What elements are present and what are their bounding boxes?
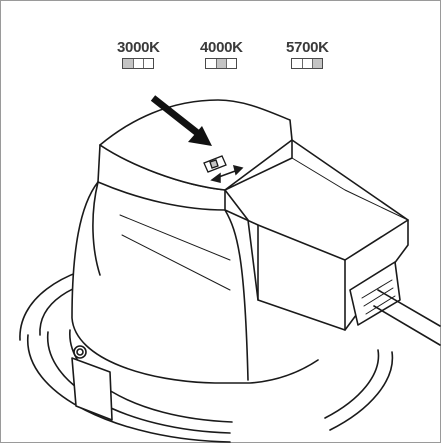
housing-body (71, 144, 319, 384)
switch-position-icon-4000k (205, 58, 238, 69)
spring-clip (71, 345, 113, 421)
cct-option-4000k: 4000K (200, 40, 243, 69)
cct-label-3000k: 3000K (117, 39, 160, 56)
arrow-icon (150, 95, 212, 146)
cct-option-3000k: 3000K (117, 40, 160, 69)
slide-switch-icon (203, 155, 227, 173)
power-cable (349, 261, 441, 346)
cct-label-4000k: 4000K (200, 39, 243, 56)
double-arrow-icon (210, 164, 244, 183)
switch-position-icon-3000k (122, 58, 155, 69)
cct-label-5700k: 5700K (286, 39, 329, 56)
cct-option-5700k: 5700K (286, 40, 329, 69)
switch-position-icon-5700k (291, 58, 324, 69)
